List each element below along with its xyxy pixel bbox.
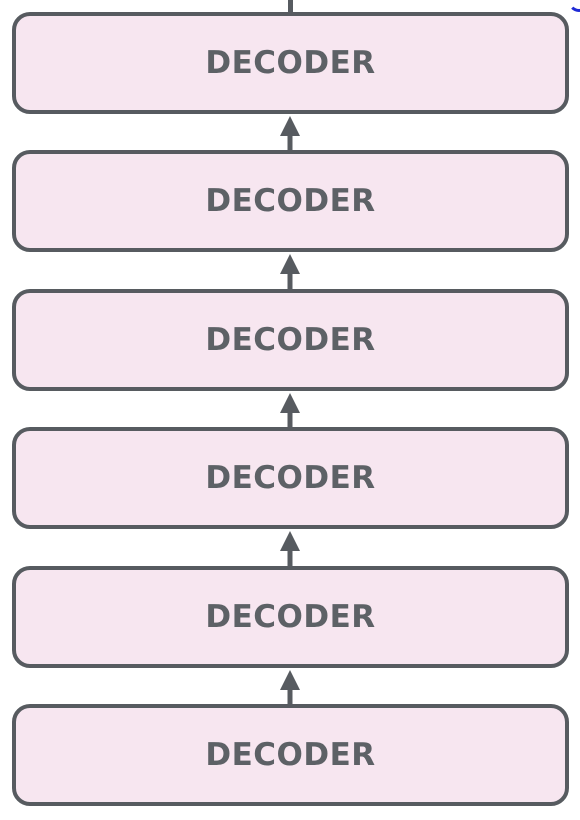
decoder-block-3: DECODER [12, 427, 569, 529]
decoder-block-6: DECODER [12, 12, 569, 114]
top-output-line [288, 0, 293, 12]
decoder-label: DECODER [205, 322, 376, 358]
decoder-block-2: DECODER [12, 566, 569, 668]
up-arrow-icon [280, 670, 300, 705]
decoder-block-1: DECODER [12, 704, 569, 806]
decoder-label: DECODER [205, 183, 376, 219]
up-arrow-icon [280, 531, 300, 567]
up-arrow-icon [280, 116, 300, 152]
decoder-block-5: DECODER [12, 150, 569, 252]
decoder-label: DECODER [205, 599, 376, 635]
decoder-label: DECODER [205, 460, 376, 496]
corner-accent-arc [568, 0, 580, 12]
decoder-label: DECODER [205, 45, 376, 81]
up-arrow-icon [280, 393, 300, 428]
decoder-block-4: DECODER [12, 289, 569, 391]
decoder-label: DECODER [205, 737, 376, 773]
up-arrow-icon [280, 254, 300, 290]
